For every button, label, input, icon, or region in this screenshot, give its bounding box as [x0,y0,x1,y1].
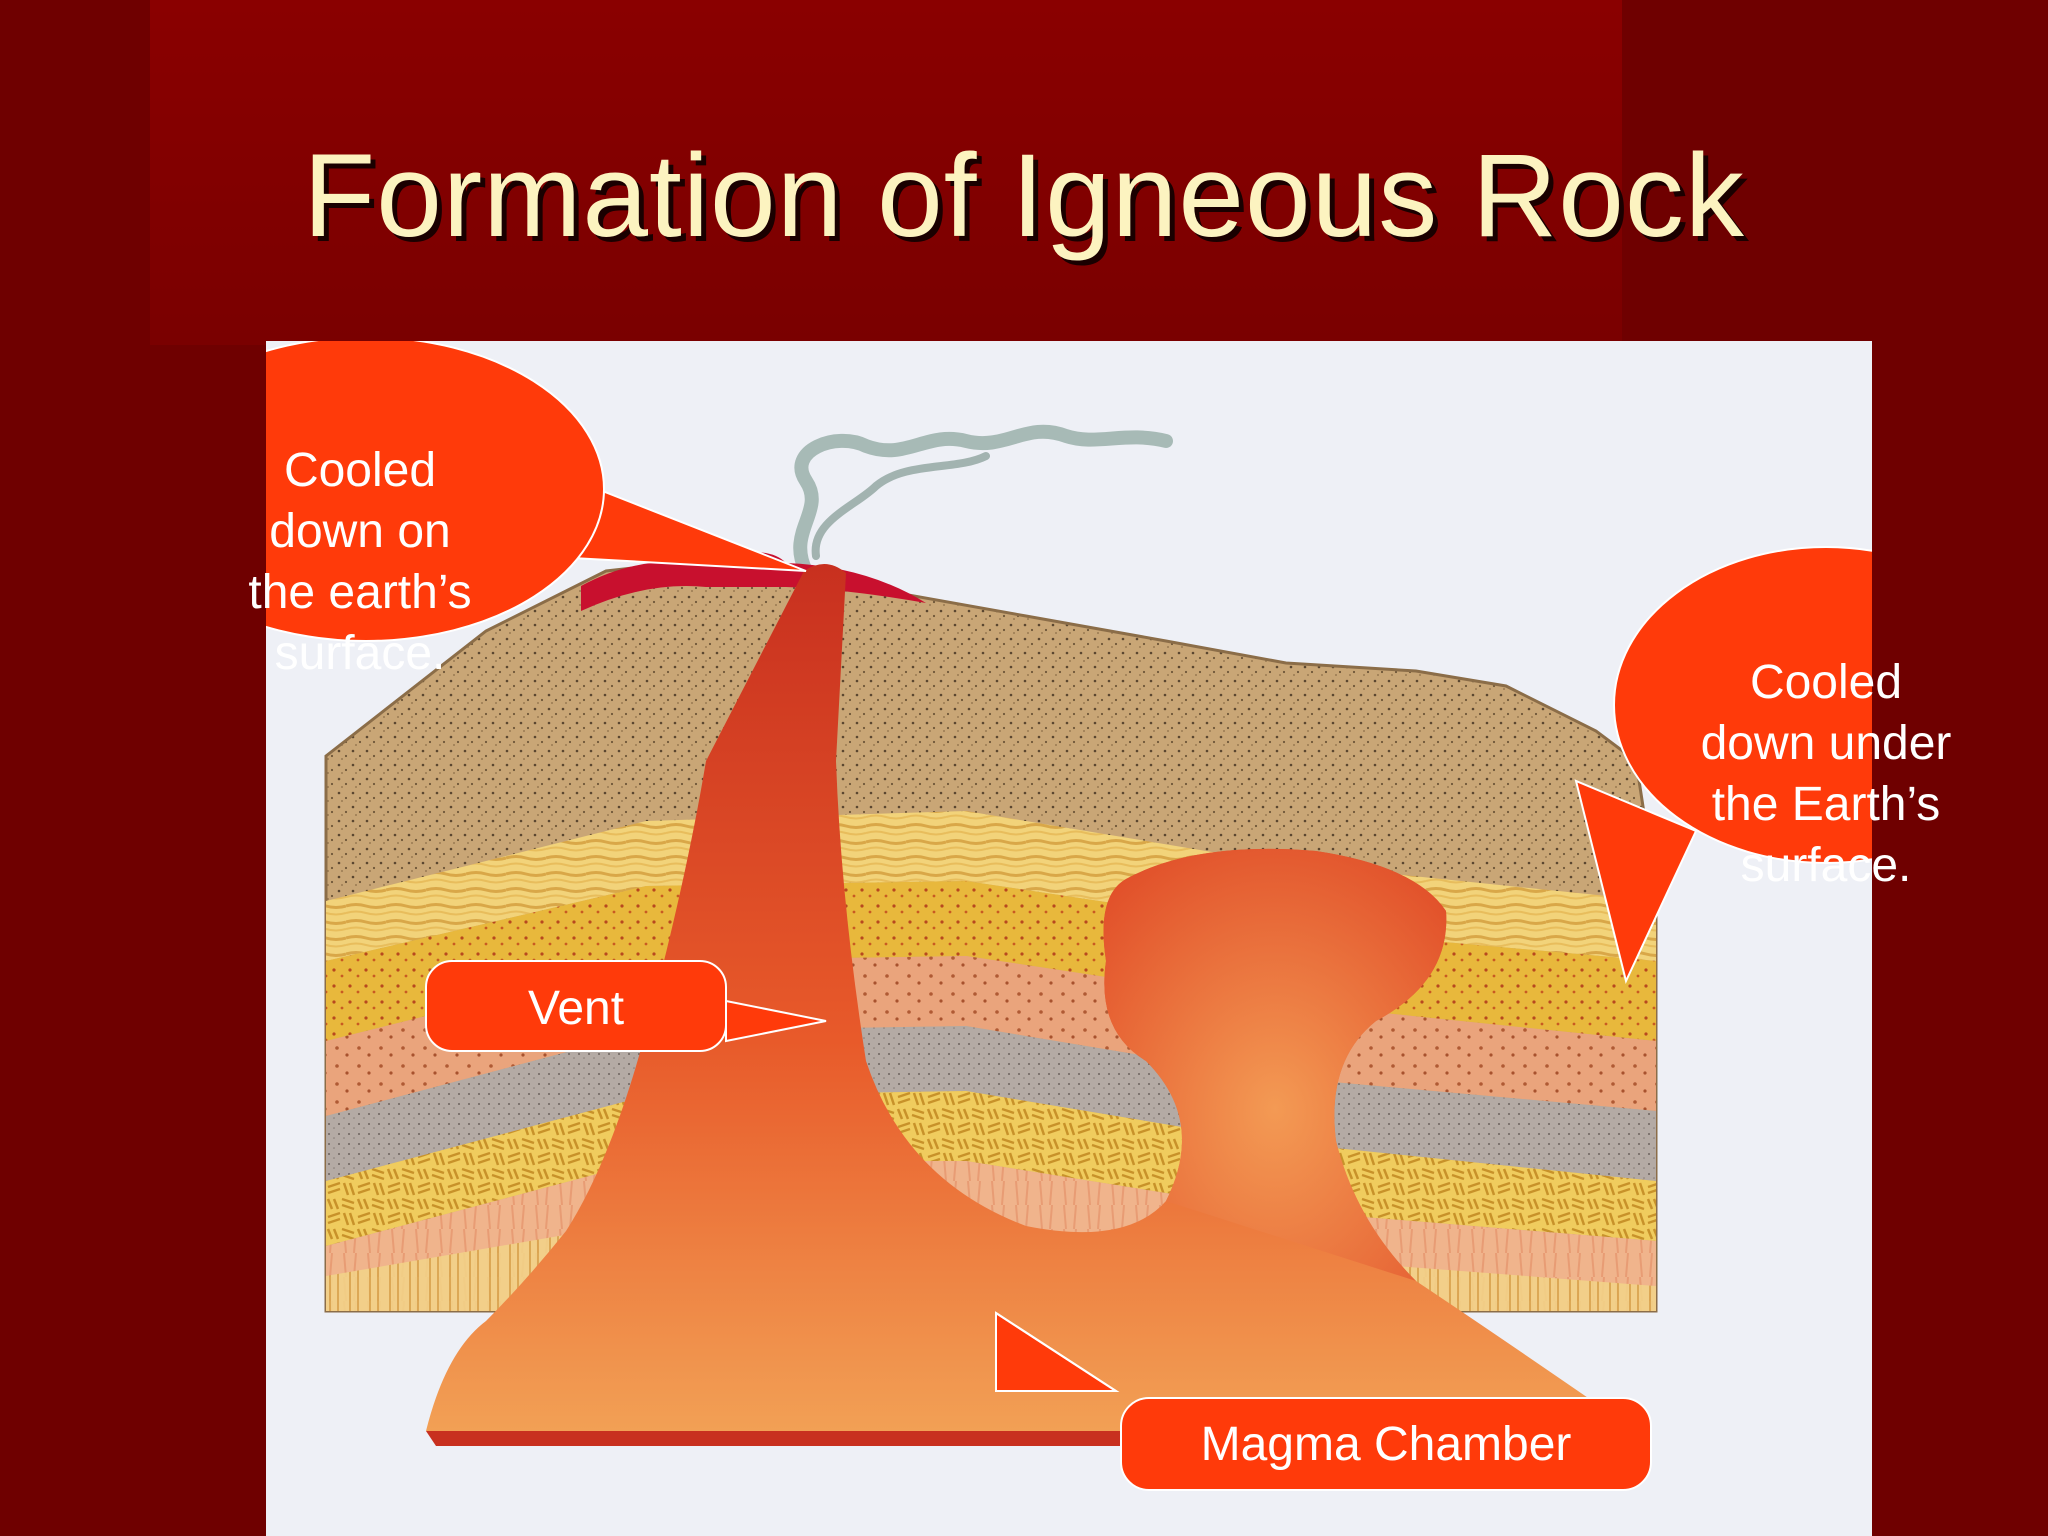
label-surface-cooling-line-3: the earth’s [248,566,472,619]
label-subsurface-cooling-line-1: Cooled [1749,656,1903,709]
callout-magma-chamber [995,1311,1652,1491]
label-subsurface-cooling: Cooled down under the Earth’s surface. [1668,652,1984,896]
label-subsurface-cooling-line-3: the Earth’s [1711,778,1941,831]
igneous-rock-diagram [266,341,1872,1536]
label-subsurface-cooling-line-4: surface. [1740,839,1912,892]
label-vent: Vent [527,982,625,1035]
label-surface-cooling: Cooled down on the earth’s surface. [226,440,494,684]
label-surface-cooling-line-1: Cooled [283,444,437,497]
callout-subsurface-cooling [1574,546,1872,984]
slide-title: Formation of Igneous Rock [303,130,1745,262]
label-subsurface-cooling-line-2: down under [1700,717,1952,770]
callout-vent [425,960,827,1052]
label-surface-cooling-line-4: surface. [274,627,446,680]
label-magma-chamber: Magma Chamber [1200,1418,1572,1471]
callout-surface-cooling [266,341,807,642]
label-surface-cooling-line-2: down on [269,505,451,558]
